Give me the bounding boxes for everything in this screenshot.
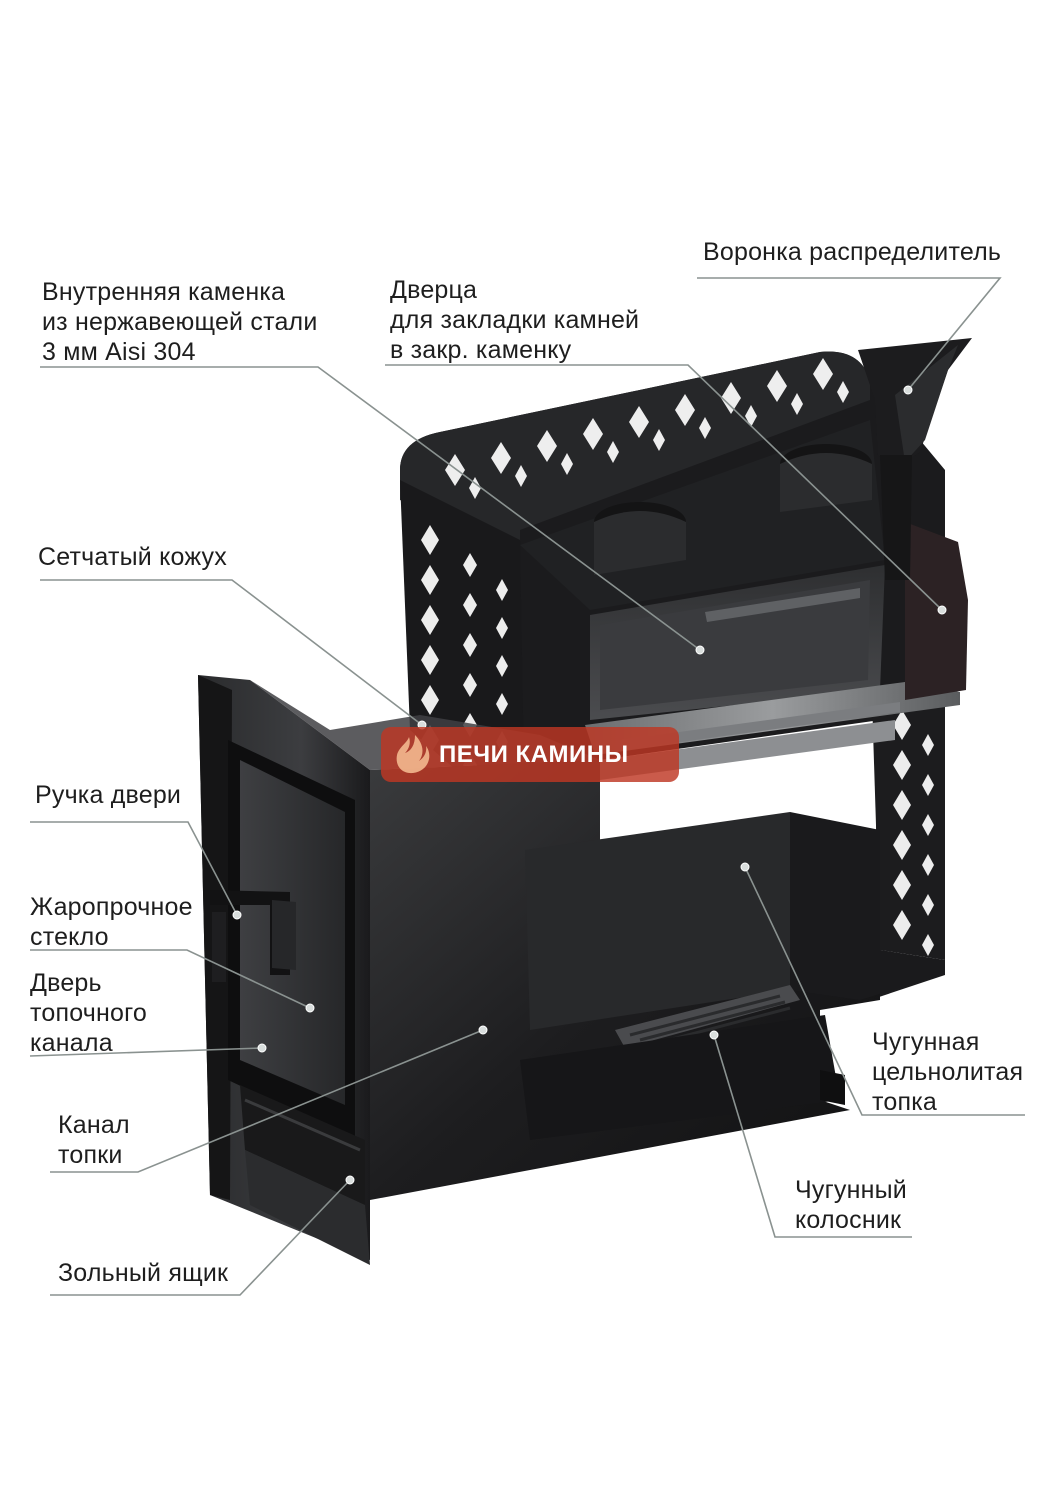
lattice-cutout (421, 685, 439, 715)
lattice-cutout (561, 453, 573, 475)
label-inner-heater: Внутренняя каменка из нержавеющей стали … (42, 278, 318, 366)
lattice-cutout (721, 382, 741, 414)
lattice-cutout (421, 565, 439, 595)
lattice-cutout (893, 790, 911, 820)
lattice-cutout (463, 553, 477, 577)
lattice-cutout (893, 910, 911, 940)
lattice-cutout (421, 525, 439, 555)
stone-loading-door (905, 522, 968, 700)
lattice-cutout (496, 579, 508, 601)
label-door-handle: Ручка двери (35, 781, 182, 809)
label-funnel: Воронка распределитель (703, 238, 1002, 266)
lattice-cutout (893, 870, 911, 900)
lattice-cutout (922, 774, 934, 796)
label-ash-box: Зольный ящик (58, 1259, 229, 1287)
lattice-cutout (922, 894, 934, 916)
lattice-cutout (496, 655, 508, 677)
lattice-cutout (463, 633, 477, 657)
watermark-logo: ПЕЧИ КАМИНЫ (381, 727, 679, 782)
lattice-cutout (629, 406, 649, 438)
lattice-cutout (699, 417, 711, 439)
firebox-body (370, 760, 940, 1200)
funnel-distributor (858, 338, 972, 580)
lattice-cutout (421, 645, 439, 675)
callout-leader-lines (29, 277, 1025, 1296)
lattice-cutout (791, 393, 803, 415)
ash-box (240, 1085, 370, 1265)
flame-logo-icon (396, 735, 430, 774)
door-handle (210, 890, 296, 982)
label-cast-firebox: Чугунная цельнолитая топка (872, 1028, 1024, 1116)
lattice-cutout (463, 593, 477, 617)
lattice-cutout (893, 750, 911, 780)
lattice-cutout (813, 358, 833, 390)
lattice-cutout (496, 693, 508, 715)
lattice-cutout (607, 441, 619, 463)
lattice-cutout (745, 405, 757, 427)
lattice-cutout (496, 617, 508, 639)
lattice-cutout (653, 429, 665, 451)
lattice-cutout (445, 454, 465, 486)
lattice-cutout (767, 370, 787, 402)
lattice-cutout (922, 814, 934, 836)
lattice-cutout (922, 854, 934, 876)
lattice-cutout (893, 710, 911, 740)
lattice-cutout (922, 734, 934, 756)
lattice-cutout (922, 934, 934, 956)
lattice-cutout (421, 605, 439, 635)
lattice-cutout (537, 430, 557, 462)
label-grate: Чугунный колосник (795, 1176, 907, 1234)
lattice-cutout (583, 418, 603, 450)
lattice-cutout (491, 442, 511, 474)
label-stone-door: Дверца для закладки камней в закр. камен… (390, 276, 640, 364)
lattice-cutout (893, 830, 911, 860)
lattice-cutout (515, 465, 527, 487)
lattice-cutout (469, 477, 481, 499)
label-firebox-door: Дверь топочного канала (30, 969, 147, 1057)
watermark-text: ПЕЧИ КАМИНЫ (439, 740, 629, 768)
cast-iron-grate (615, 985, 800, 1048)
lattice-cutout (837, 381, 849, 403)
lattice-cutout (675, 394, 695, 426)
label-glass: Жаропрочное стекло (30, 893, 193, 951)
label-mesh-casing: Сетчатый кожух (38, 543, 227, 571)
label-firebox-channel: Канал топки (58, 1111, 130, 1169)
lattice-cutout (463, 673, 477, 697)
